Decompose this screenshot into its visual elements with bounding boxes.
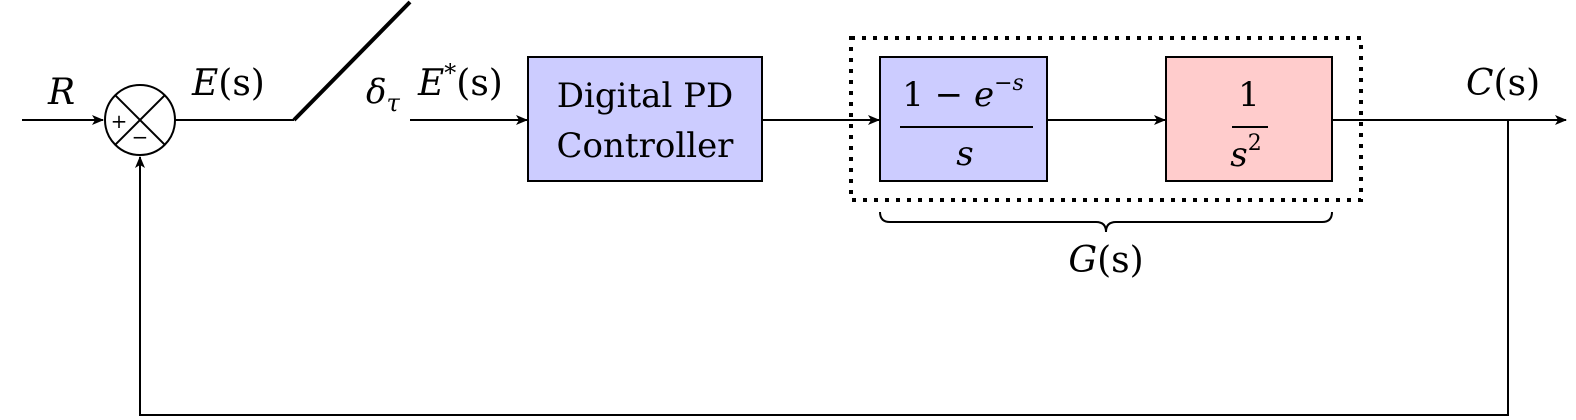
zoh-denominator: s	[956, 134, 973, 174]
zoh-numerator: 1 − e−s	[902, 71, 1024, 115]
sampler-label: δτ	[366, 72, 400, 117]
summing-junction: + −	[104, 84, 176, 156]
zoh-block: 1 − e−s s	[879, 56, 1048, 182]
grouping-brace	[879, 211, 1333, 233]
minus-sign: −	[132, 125, 149, 149]
sampler-switch	[292, 0, 412, 122]
input-signal-label: R	[47, 72, 75, 113]
plant-block: 1 s2	[1165, 56, 1333, 182]
controller-block: Digital PD Controller	[527, 56, 763, 182]
feedback-path	[135, 120, 1509, 416]
grouping-label: G(s)	[1068, 240, 1143, 281]
plant-numerator: 1	[1238, 75, 1260, 115]
controller-label-line1: Digital PD	[557, 76, 734, 116]
error-signal-label: E(s)	[191, 63, 265, 104]
output-signal-label: C(s)	[1466, 63, 1540, 104]
sampled-error-label: E*(s)	[417, 59, 503, 104]
grouping-box	[849, 36, 1363, 202]
plant-denominator: s2	[1230, 131, 1261, 175]
controller-label-line2: Controller	[557, 126, 735, 166]
plus-sign: +	[111, 109, 128, 133]
